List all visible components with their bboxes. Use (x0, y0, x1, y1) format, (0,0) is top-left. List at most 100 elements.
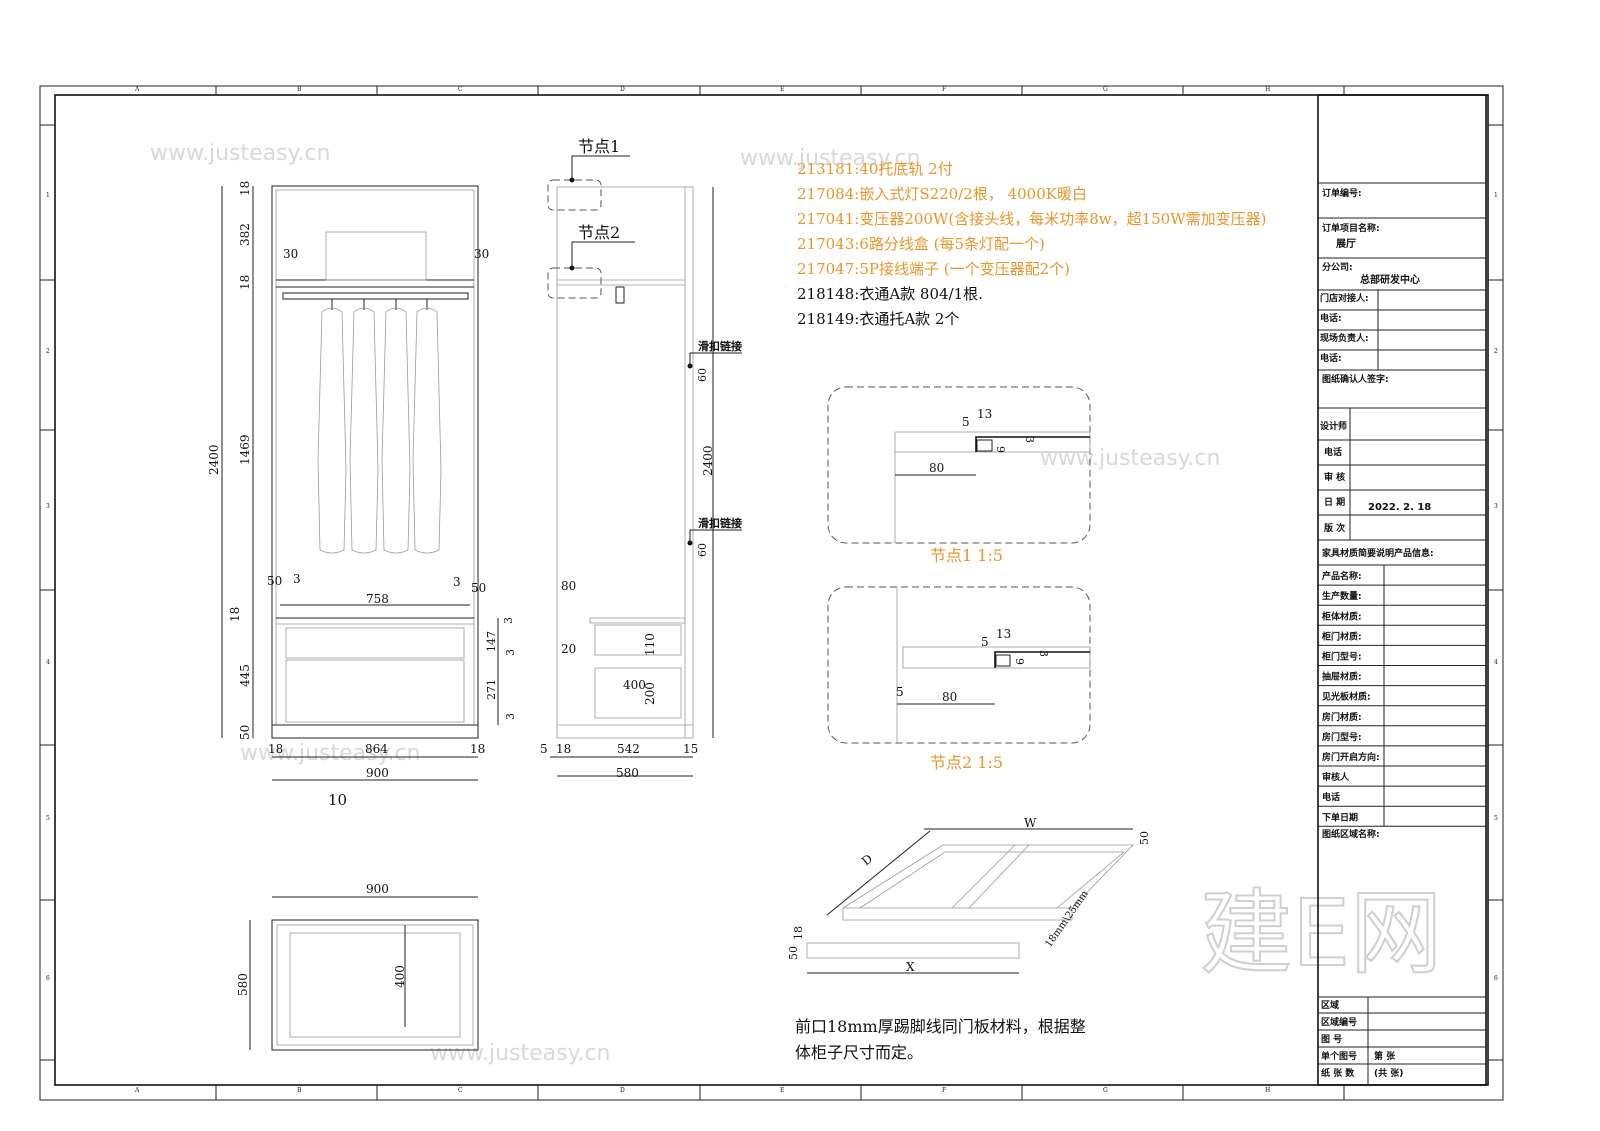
svg-text:580: 580 (236, 973, 250, 996)
node2-marker (547, 267, 602, 299)
watermark: 建E网 www.justeasy.cn www.justeasy.cn www.… (150, 141, 1443, 1066)
title-block-label: 图 号 (1321, 1034, 1342, 1045)
svg-text:3: 3 (293, 572, 301, 586)
grid-row-label: 2 (1494, 348, 1498, 355)
grid-column-label: C (458, 86, 463, 93)
note-line: 218149:衣通托A款 2个 (797, 310, 959, 328)
title-block-label: 柜门型号: (1321, 651, 1362, 663)
svg-text:3: 3 (504, 713, 517, 720)
hanging-garment (349, 307, 379, 554)
grid-column-label: A (134, 86, 140, 93)
note-line: 218148:衣通A款 804/1根. (797, 285, 983, 303)
svg-text:400: 400 (623, 678, 646, 692)
svg-text:D: D (859, 851, 875, 868)
plan-view: 900 580 400 (236, 882, 479, 1051)
grid-row-label: 2 (46, 348, 50, 355)
svg-text:9: 9 (994, 446, 1007, 453)
svg-text:www.justeasy.cn: www.justeasy.cn (1040, 446, 1221, 471)
title-block-label: 房门开启方向: (1322, 751, 1380, 763)
svg-text:5: 5 (540, 742, 548, 756)
svg-text:15: 15 (683, 742, 698, 756)
title-block-label: 分公司: (1322, 261, 1353, 273)
detail-node2: 5 13 3 9 5 80 节点2 1:5 (827, 586, 1091, 772)
title-block-label: 订单编号: (1322, 187, 1362, 199)
svg-text:18: 18 (470, 742, 485, 756)
svg-text:50: 50 (471, 581, 486, 595)
title-block-label: 电话: (1320, 312, 1342, 324)
svg-text:5: 5 (981, 635, 989, 649)
svg-text:80: 80 (929, 461, 944, 475)
title-block-label: 电话 (1324, 446, 1342, 458)
note-line-orange: 213181:40托底轨 2付 (797, 160, 953, 178)
title-block-label: 见光板材质: (1322, 691, 1371, 703)
svg-text:3: 3 (453, 575, 461, 589)
title-block-label: 单个图号 (1321, 1050, 1357, 1062)
detail-node1: 5 13 3 9 80 节点1 1:5 (827, 386, 1091, 565)
title-block-label: 审 核 (1324, 471, 1345, 483)
title-block-label: 第 张 (1374, 1050, 1396, 1062)
svg-text:1469: 1469 (238, 434, 252, 465)
svg-text:18: 18 (792, 926, 805, 940)
svg-text:建E网: 建E网 (1200, 880, 1442, 987)
branch-name: 总部研发中心 (1360, 273, 1420, 286)
note-line-orange: 217084:嵌入式灯S220/2根， 4000K暖白 (797, 185, 1087, 203)
svg-text:9: 9 (1013, 658, 1026, 665)
svg-text:滑扣链接: 滑扣链接 (698, 516, 742, 530)
svg-text:30: 30 (283, 247, 298, 261)
svg-text:50: 50 (1138, 831, 1151, 845)
svg-text:www.justeasy.cn: www.justeasy.cn (240, 741, 421, 766)
svg-text:13: 13 (977, 407, 992, 421)
svg-text:80: 80 (942, 690, 957, 704)
grid-row-label: 5 (46, 815, 50, 822)
title-block-label: 下单日期 (1322, 811, 1358, 823)
svg-text:3: 3 (504, 649, 517, 656)
svg-text:3: 3 (1023, 436, 1036, 443)
svg-text:10: 10 (328, 791, 347, 809)
svg-text:18: 18 (238, 181, 252, 196)
svg-text:382: 382 (238, 223, 252, 246)
note-line-orange: 217047:5P接线端子 (一个变压器配2个) (797, 260, 1070, 278)
title-block-label: 设计师 (1320, 420, 1347, 432)
title-block-label: 图纸确认人签字: (1322, 373, 1389, 385)
grid-row-label: 6 (46, 975, 50, 982)
svg-text:18: 18 (238, 275, 252, 290)
svg-text:20: 20 (561, 642, 576, 656)
svg-text:864: 864 (365, 742, 388, 756)
grid-column-label: E (780, 86, 784, 93)
note-line-orange: 217041:变压器200W(含接头线，每米功率8w，超150W需加变压器) (797, 210, 1267, 228)
svg-text:50: 50 (787, 946, 800, 960)
svg-text:节点1: 节点1 (578, 137, 620, 156)
title-block-label: 区域编号 (1321, 1016, 1357, 1028)
grid-column-label: D (620, 86, 625, 93)
outer-frame (39, 85, 1504, 1101)
node1-marker (547, 179, 602, 211)
grid-column-label: F (942, 1087, 946, 1094)
grid-row-label: 4 (46, 659, 50, 666)
svg-text:200: 200 (643, 682, 657, 705)
svg-text:3: 3 (1037, 650, 1050, 657)
title-block-label: 图纸区域名称: (1322, 828, 1380, 840)
base-frame-iso: W D 50 18mm\25mm 18 50 X 前口18mm厚踢脚线同门板材料… (787, 816, 1151, 1062)
grid-row-label: 1 (46, 192, 50, 199)
svg-text:147: 147 (485, 631, 498, 652)
svg-text:前口18mm厚踢脚线同门板材料，根据整: 前口18mm厚踢脚线同门板材料，根据整 (795, 1017, 1086, 1036)
hanging-garment (412, 307, 442, 554)
svg-text:www.justeasy.cn: www.justeasy.cn (150, 141, 331, 166)
svg-text:30: 30 (474, 247, 489, 261)
svg-text:50: 50 (238, 725, 252, 740)
title-block-label: 区域 (1321, 999, 1339, 1011)
grid-column-label: A (134, 1087, 140, 1094)
title-block: 订单编号:订单项目名称:展厅分公司:总部研发中心门店对接人:电话:现场负责人:电… (1317, 94, 1487, 1086)
svg-text:900: 900 (366, 766, 389, 780)
grid-row-label: 3 (1494, 503, 1498, 510)
note-line-orange: 217043:6路分线盒 (每5条灯配一个) (797, 235, 1045, 253)
grid-column-label: B (297, 86, 302, 93)
title-block-label: 门店对接人: (1320, 292, 1369, 304)
title-block-label: 生产数量: (1322, 590, 1362, 602)
hanging-garment (317, 307, 347, 554)
svg-text:758: 758 (366, 592, 389, 606)
title-block-label: 纸 张 数 (1321, 1067, 1355, 1079)
grid-column-label: G (1103, 1087, 1108, 1094)
svg-text:271: 271 (485, 679, 498, 700)
